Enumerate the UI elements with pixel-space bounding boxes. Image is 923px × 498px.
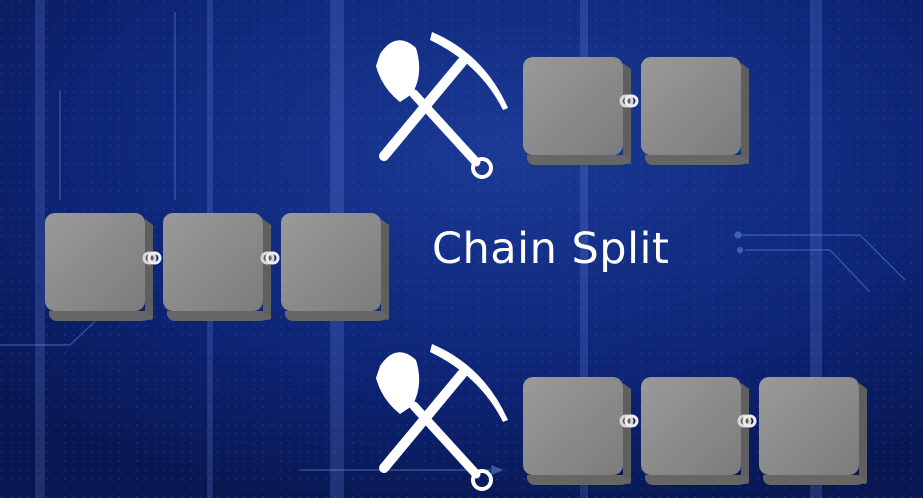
top-fork-block-2 (641, 57, 749, 165)
bottom-fork-block-3 (759, 377, 867, 485)
main-chain-block-2 (163, 213, 271, 321)
main-chain (45, 213, 389, 321)
top-fork-block-1 (523, 57, 631, 165)
main-chain-block-3 (281, 213, 389, 321)
main-chain-block-1 (45, 213, 153, 321)
diagram-title: Chain Split (432, 224, 670, 274)
bottom-fork-block-1 (523, 377, 631, 485)
bottom-fork-block-2 (641, 377, 749, 485)
